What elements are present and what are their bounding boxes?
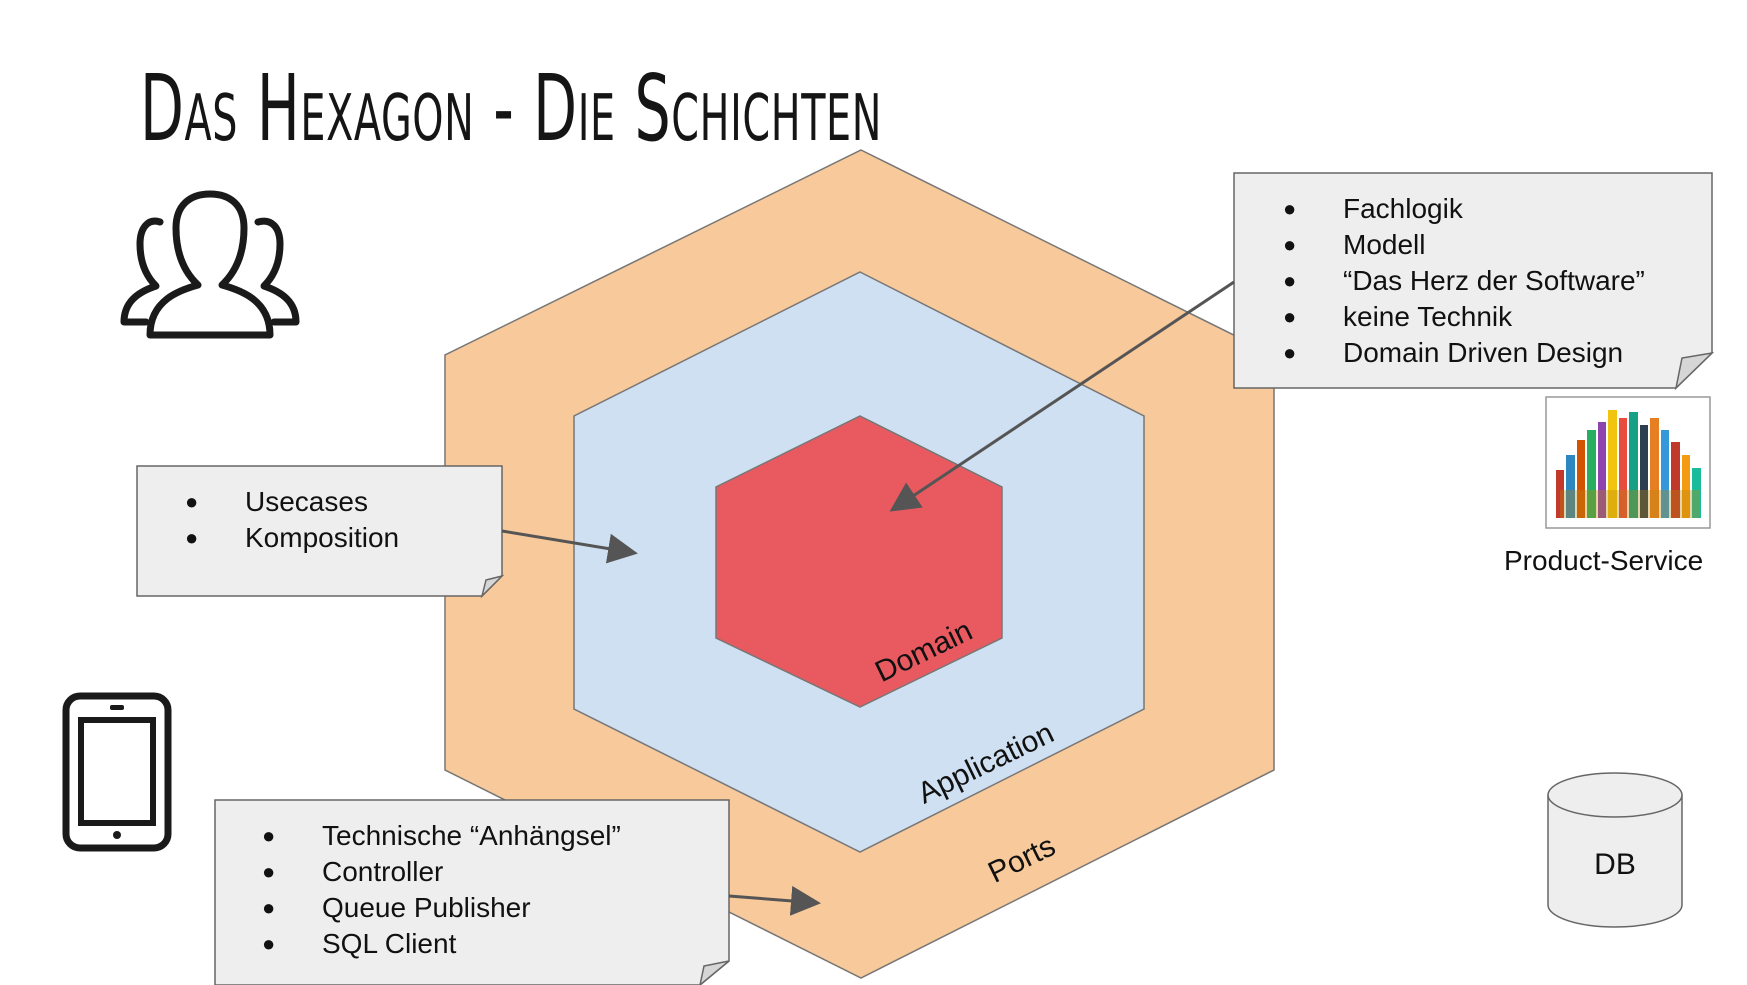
- note-item: Usecases: [185, 484, 399, 520]
- product-service-label: Product-Service: [1504, 545, 1704, 576]
- database-icon: DB: [1547, 772, 1683, 928]
- note-item: SQL Client: [262, 926, 621, 962]
- tablet-icon: [62, 692, 172, 852]
- note-item: Komposition: [185, 520, 399, 556]
- ports-note-fold: [699, 960, 730, 985]
- note-item: Modell: [1283, 227, 1645, 263]
- domain-note: Fachlogik Modell “Das Herz der Software”…: [1283, 191, 1645, 371]
- note-item: Fachlogik: [1283, 191, 1645, 227]
- db-label: DB: [1594, 848, 1636, 881]
- products-image: [1545, 396, 1711, 529]
- users-icon: [120, 190, 300, 339]
- domain-arrow: [889, 280, 1235, 512]
- domain-hexagon: [715, 415, 1003, 708]
- ports-note: Technische “Anhängsel” Controller Queue …: [262, 818, 621, 962]
- domain-note-fold: [1674, 351, 1715, 391]
- application-note: Usecases Komposition: [185, 484, 399, 556]
- note-item: Queue Publisher: [262, 890, 621, 926]
- note-item: Domain Driven Design: [1283, 335, 1645, 371]
- application-arrow: [501, 529, 638, 564]
- note-item: Controller: [262, 854, 621, 890]
- application-note-fold: [480, 574, 505, 599]
- note-item: Technische “Anhängsel”: [262, 818, 621, 854]
- page-title: Das Hexagon - Die Schichten: [140, 55, 883, 162]
- note-item: keine Technik: [1283, 299, 1645, 335]
- note-item: “Das Herz der Software”: [1283, 263, 1645, 299]
- ports-arrow: [728, 885, 821, 916]
